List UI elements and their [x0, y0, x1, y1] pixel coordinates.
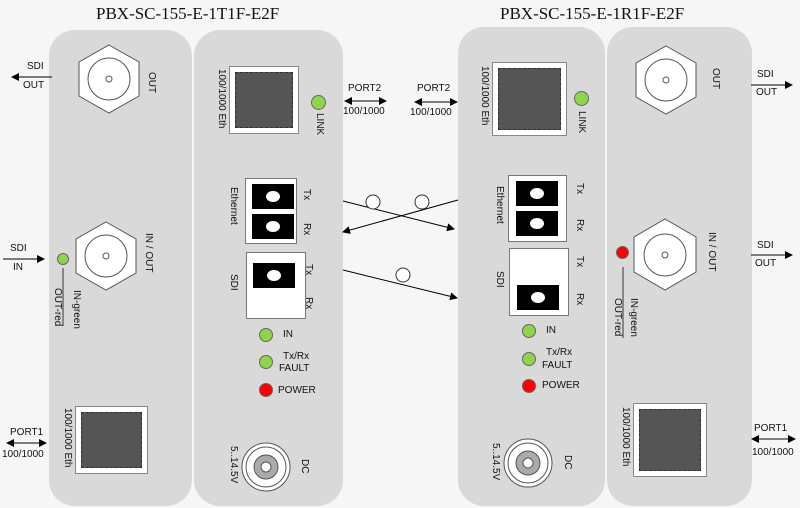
left-status-in-label: IN	[283, 329, 293, 340]
right-status-txrx-label: Tx/Rx	[546, 347, 573, 358]
right-dc-voltage-label: 5..14.5V	[490, 443, 501, 481]
left-in-led	[259, 328, 273, 342]
right-power-led	[522, 379, 536, 393]
right-eth-tx-label: Tx	[574, 183, 585, 195]
left-sdi-in-bottom-label: IN	[13, 262, 23, 273]
left-eth-tx-port[interactable]	[252, 184, 294, 209]
right-sfp-sdi-label: SDI	[494, 271, 505, 288]
left-sdi-out-top-label: SDI	[27, 61, 44, 72]
left-status-txrx-label: Tx/Rx	[283, 351, 310, 362]
left-dc-jack[interactable]	[241, 442, 291, 492]
right-bnc-out-label: OUT	[710, 68, 721, 90]
right-link-led	[574, 91, 589, 106]
right-sdi-tx-label: Tx	[574, 256, 585, 268]
left-eth-port-label: 100/1000 Eth	[216, 69, 227, 129]
left-sdi-tx-port[interactable]	[253, 263, 295, 288]
right-fault-led	[522, 352, 536, 366]
left-port1-rj45[interactable]	[75, 406, 148, 474]
fiber-eth-tx-to-rx	[342, 194, 455, 232]
left-status-power-label: POWER	[278, 385, 316, 396]
right-sdi-out1-bottom-label: OUT	[756, 87, 778, 98]
right-port1-rj45[interactable]	[633, 403, 707, 477]
left-dc-label: DC	[299, 459, 310, 474]
left-sdi-tx-label: Tx	[303, 264, 314, 276]
left-bnc-inout-connector[interactable]	[75, 221, 137, 291]
left-bnc-out-connector[interactable]	[78, 44, 140, 114]
left-port2-bottom-label: 100/1000	[343, 106, 385, 117]
left-led-legend-green: IN-green	[71, 290, 82, 329]
left-sdi-out-bottom-label: OUT	[23, 80, 45, 91]
right-port1-top-label: PORT1	[754, 423, 788, 434]
right-status-power-label: POWER	[542, 380, 580, 391]
left-bnc-out-label: OUT	[146, 72, 157, 94]
left-port2-rj45[interactable]	[229, 66, 299, 134]
left-bnc-inout-label: IN / OUT	[143, 233, 154, 273]
right-sdi-out2-bottom-label: OUT	[755, 258, 777, 269]
right-inout-led	[616, 246, 629, 259]
right-port2-top-label: PORT2	[417, 83, 451, 94]
left-port2-top-label: PORT2	[348, 83, 382, 94]
left-port1-eth-label: 100/1000 Eth	[62, 408, 73, 468]
right-sfp-ethernet-label: Ethernet	[494, 186, 505, 224]
left-sfp-ethernet-label: Ethernet	[228, 187, 239, 225]
left-sdi-in-top-label: SDI	[10, 243, 27, 254]
left-status-fault-label: FAULT	[279, 363, 310, 374]
left-dc-voltage-label: 5..14.5V	[228, 446, 239, 484]
left-sfp-sdi[interactable]	[246, 252, 306, 319]
left-link-label: LINK	[314, 113, 325, 136]
right-bnc-inout-label: IN / OUT	[706, 232, 717, 272]
left-device-title: PBX-SC-155-E-1T1F-E2F	[96, 4, 280, 23]
right-sdi-out1-top-label: SDI	[757, 69, 774, 80]
left-port1-top-label: PORT1	[10, 427, 44, 438]
right-sfp-ethernet[interactable]	[508, 175, 567, 242]
right-in-led	[522, 324, 536, 338]
right-eth-port-label: 100/1000 Eth	[479, 66, 490, 126]
right-sdi-rx-port[interactable]	[517, 285, 559, 310]
right-port2-rj45[interactable]	[492, 62, 567, 136]
right-sdi-out2-top-label: SDI	[757, 240, 774, 251]
left-link-led	[311, 95, 326, 110]
left-port1-bottom-label: 100/1000	[2, 449, 44, 460]
right-eth-rx-label: Rx	[574, 219, 585, 232]
left-power-led	[259, 383, 273, 397]
right-device-title: PBX-SC-155-E-1R1F-E2F	[500, 4, 685, 23]
left-eth-rx-label: Rx	[301, 223, 312, 236]
left-inout-led	[57, 253, 69, 265]
right-status-in-label: IN	[546, 325, 556, 336]
left-eth-tx-label: Tx	[301, 189, 312, 201]
right-led-legend-red: OUT-red	[612, 298, 623, 337]
right-eth-tx-port[interactable]	[516, 181, 558, 206]
left-led-legend-red: OUT-red	[52, 288, 63, 327]
right-port2-bottom-label: 100/1000	[410, 107, 452, 118]
right-dc-jack[interactable]	[503, 438, 553, 488]
right-sfp-sdi[interactable]	[509, 248, 569, 316]
right-led-legend-green: IN-green	[628, 298, 639, 337]
right-port1-bottom-label: 100/1000	[752, 447, 794, 458]
right-port1-eth-label: 100/1000 Eth	[620, 407, 631, 467]
right-bnc-out-connector[interactable]	[635, 45, 697, 115]
right-dc-label: DC	[562, 455, 573, 470]
left-sfp-ethernet[interactable]	[245, 178, 297, 244]
right-status-fault-label: FAULT	[542, 360, 573, 371]
left-sfp-sdi-label: SDI	[228, 274, 239, 291]
right-bnc-inout-connector[interactable]	[633, 218, 697, 291]
fiber-sdi-tx-to-rx	[342, 267, 458, 301]
left-sdi-rx-label: Rx	[303, 297, 314, 310]
right-link-label: LINK	[576, 111, 587, 134]
left-fault-led	[259, 355, 273, 369]
right-eth-rx-port[interactable]	[516, 211, 558, 236]
fiber-eth-rx-from-tx	[342, 194, 459, 234]
right-sdi-rx-label: Rx	[574, 293, 585, 306]
left-eth-rx-port[interactable]	[252, 214, 294, 239]
